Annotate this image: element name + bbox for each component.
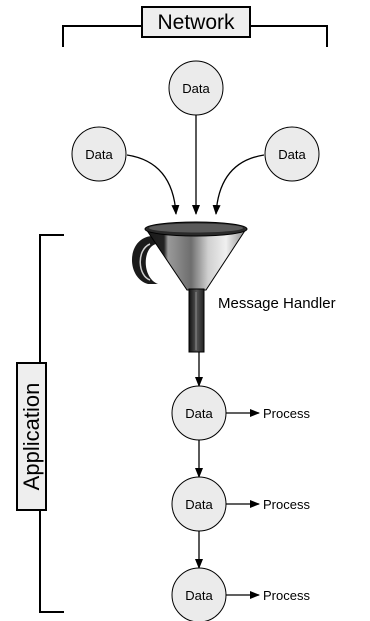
network-label-box: Network [141, 6, 251, 38]
data-label: Data [85, 147, 113, 162]
data-label: Data [278, 147, 306, 162]
funnel-icon [131, 221, 248, 353]
message-handler-label: Message Handler [218, 295, 336, 312]
pipeline-data-node-1: Data [171, 385, 227, 441]
incoming-data-node-left: Data [71, 126, 127, 182]
data-label: Data [185, 497, 213, 512]
application-label-box: Application [16, 362, 47, 511]
incoming-data-node-top: Data [168, 60, 224, 116]
arrow-right-to-funnel [212, 154, 265, 215]
arrow-left-to-funnel [126, 154, 180, 215]
process-label: Process [263, 588, 310, 603]
process-label: Process [263, 497, 310, 512]
pipeline-data-node-3: Data [171, 567, 227, 621]
data-label: Data [185, 588, 213, 603]
process-label: Process [263, 406, 310, 421]
network-bracket [62, 25, 328, 47]
data-label: Data [182, 81, 210, 96]
data-label: Data [185, 406, 213, 421]
application-bracket [39, 234, 64, 613]
incoming-data-node-right: Data [264, 126, 320, 182]
network-label: Network [157, 11, 235, 34]
pipeline-data-node-2: Data [171, 476, 227, 532]
application-label: Application [19, 383, 44, 491]
